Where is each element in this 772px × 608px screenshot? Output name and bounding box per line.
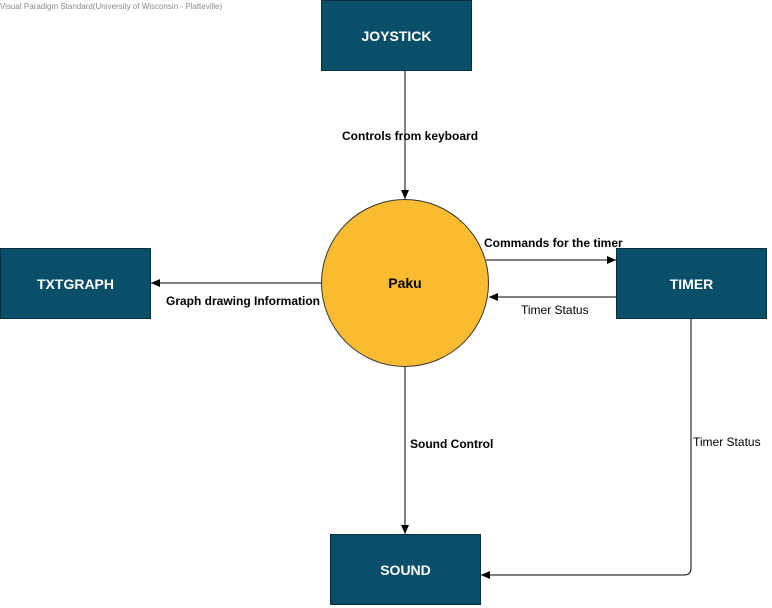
flow-label-timer-to-sound: Timer Status	[693, 435, 761, 449]
edge-timer-to-sound	[481, 318, 692, 579]
flow-label-timer-to-paku: Timer Status	[521, 303, 589, 317]
joystick-entity[interactable]: JOYSTICK	[321, 0, 472, 71]
joystick-label: JOYSTICK	[361, 27, 432, 44]
paku-process[interactable]: Paku	[321, 199, 489, 367]
flow-label-paku-to-sound: Sound Control	[410, 437, 494, 451]
watermark-text: Visual Paradigm Standard(University of W…	[0, 2, 223, 11]
paku-label: Paku	[388, 275, 422, 291]
flow-label-paku-to-timer: Commands for the timer	[484, 236, 623, 250]
txtgraph-label: TXTGRAPH	[37, 275, 114, 292]
flow-label-joystick-to-paku: Controls from keyboard	[342, 129, 479, 143]
timer-entity[interactable]: TIMER	[616, 248, 767, 319]
timer-label: TIMER	[669, 275, 714, 292]
flow-label-paku-to-txtgraph: Graph drawing Information	[166, 294, 321, 308]
sound-entity[interactable]: SOUND	[330, 534, 481, 605]
sound-label: SOUND	[380, 561, 431, 578]
txtgraph-entity[interactable]: TXTGRAPH	[0, 248, 151, 319]
